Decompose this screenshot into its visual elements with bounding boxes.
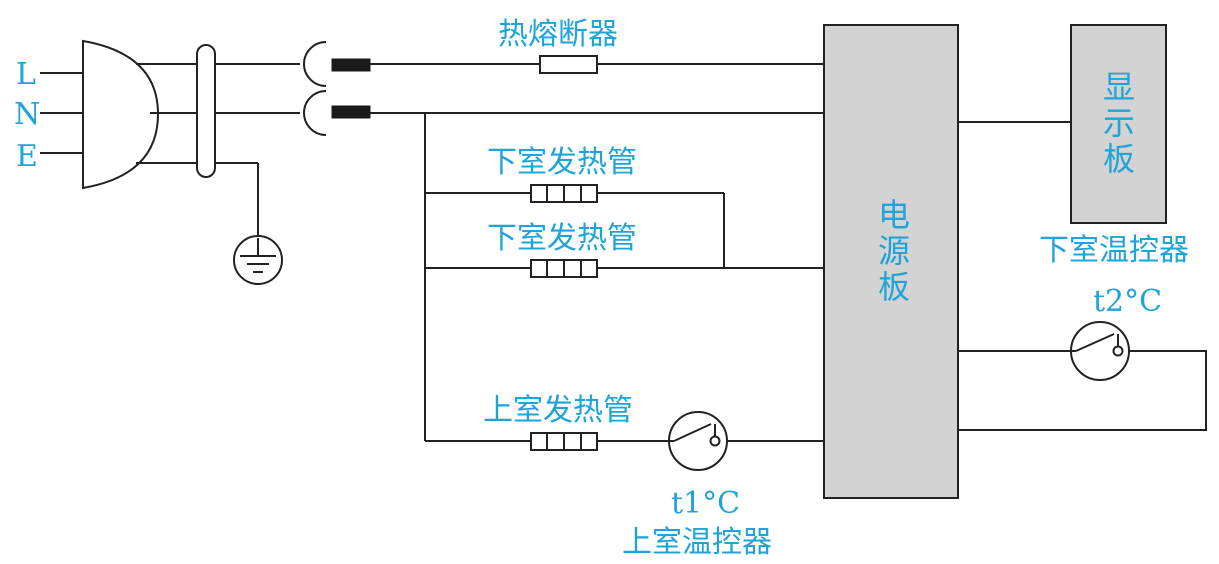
ground-circle	[233, 235, 283, 285]
label-upper-thermostat: 上室温控器	[622, 525, 772, 560]
upper-thermostat-switch	[668, 411, 728, 471]
display-board	[1070, 24, 1167, 224]
label-live: L	[16, 57, 36, 92]
label-t1: t1°C	[671, 486, 740, 521]
lower-thermostat-switch	[1070, 321, 1130, 381]
label-earth: E	[16, 139, 38, 174]
power-board	[823, 24, 959, 499]
display-board-char-3: 板	[1103, 140, 1135, 178]
label-fuse: 热熔断器	[498, 17, 618, 52]
plug	[40, 39, 160, 190]
power-board-char-1: 电	[878, 196, 910, 234]
lower-heater-1	[530, 184, 598, 203]
label-lower-thermostat: 下室温控器	[1039, 233, 1189, 268]
ground-symbol	[233, 163, 283, 285]
connector-neutral	[258, 90, 410, 136]
display-board-char-2: 示	[1103, 104, 1135, 142]
label-t2: t2°C	[1093, 284, 1162, 319]
lower-heater-2	[530, 259, 598, 278]
power-board-char-3: 板	[878, 268, 910, 306]
connector-live	[258, 41, 410, 87]
label-neutral: N	[14, 97, 40, 132]
display-board-char-1: 显	[1103, 68, 1135, 106]
upper-heater	[530, 432, 598, 451]
cable-sheath	[196, 44, 216, 178]
plug-body	[82, 39, 160, 190]
power-board-char-2: 源	[878, 232, 910, 270]
label-lower-heater-2: 下室发热管	[487, 221, 637, 256]
label-upper-heater: 上室发热管	[483, 393, 633, 428]
thermal-fuse	[539, 55, 598, 74]
label-lower-heater-1: 下室发热管	[487, 145, 637, 180]
